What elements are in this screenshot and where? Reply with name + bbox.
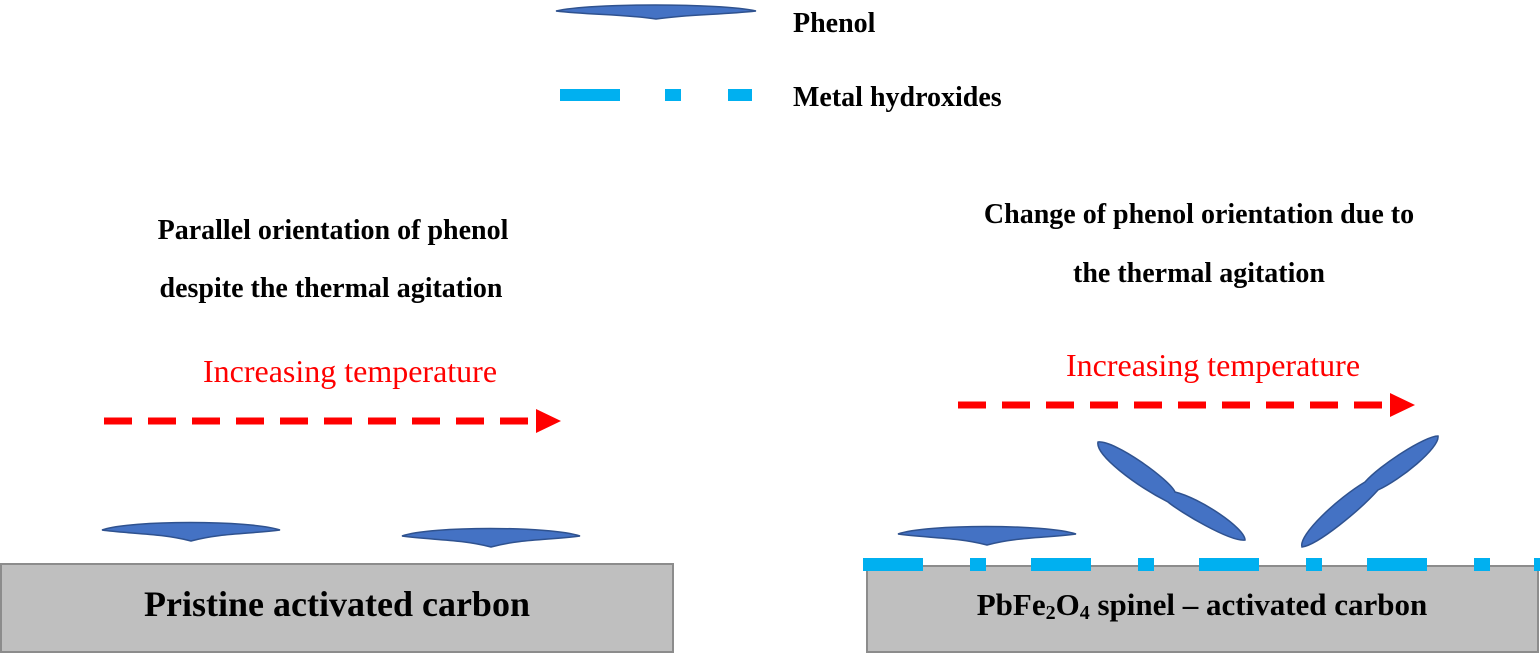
- left-substrate: Pristine activated carbon: [0, 563, 674, 653]
- left-phenol-2: [401, 527, 581, 548]
- left-panel: Parallel orientation of phenol despite t…: [0, 215, 674, 653]
- legend-phenol-label: Phenol: [793, 8, 876, 39]
- legend-hydroxide-icon: [560, 89, 752, 101]
- left-temperature-label: Increasing temperature: [203, 353, 497, 389]
- metal-hydroxide-layer: [863, 558, 1540, 571]
- left-temperature-arrow: [104, 409, 561, 433]
- right-substrate: PbFe2O4 spinel – activated carbon: [866, 565, 1539, 653]
- right-caption-line2: the thermal agitation: [1073, 258, 1325, 289]
- right-temperature-arrow: [958, 393, 1415, 417]
- right-phenol-tilted-1: [1097, 441, 1246, 541]
- right-phenol-flat: [897, 525, 1077, 546]
- left-caption-line2: despite the thermal agitation: [160, 273, 503, 304]
- legend: Phenol Metal hydroxides: [555, 4, 1002, 113]
- legend-phenol-icon: [555, 4, 757, 20]
- left-substrate-label: Pristine activated carbon: [144, 584, 530, 624]
- left-caption-line1: Parallel orientation of phenol: [158, 215, 509, 246]
- right-panel: Change of phenol orientation due to the …: [863, 199, 1540, 653]
- right-substrate-label: PbFe2O4 spinel – activated carbon: [977, 587, 1428, 624]
- right-temperature-label: Increasing temperature: [1066, 347, 1360, 383]
- legend-hydroxide-label: Metal hydroxides: [793, 82, 1002, 113]
- right-phenol-tilted-2: [1301, 435, 1439, 548]
- right-caption-line1: Change of phenol orientation due to: [984, 199, 1414, 230]
- left-phenol-1: [101, 521, 281, 542]
